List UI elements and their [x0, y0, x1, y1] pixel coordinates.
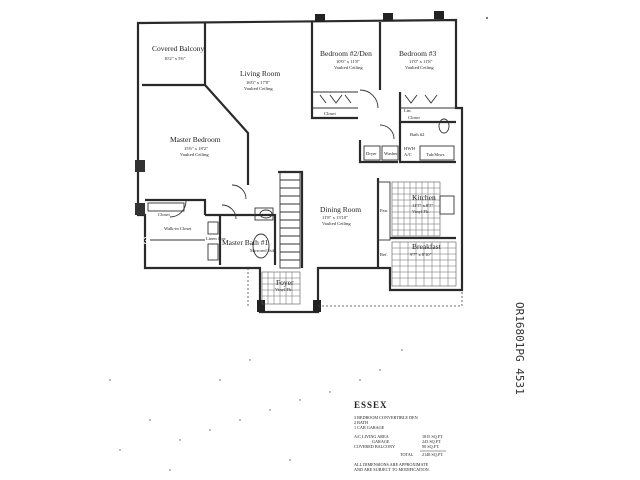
- foyer-label: Foyer: [276, 278, 294, 287]
- closet-label-2: Closet: [408, 115, 420, 120]
- disclaimer-2: AND ARE SUBJECT TO MODIFICATION.: [354, 467, 430, 472]
- master-bedroom-label: Master Bedroom: [170, 135, 221, 144]
- feature-2: 2 BATH: [354, 420, 368, 425]
- bedroom3-note: Vaulted Ceiling: [405, 65, 434, 70]
- feature-1: 3 BEDROOM CONVERTIBLE DEN: [354, 415, 418, 420]
- area-value-2: 243 SQ.FT.: [422, 439, 441, 444]
- scan-speckles: [109, 17, 488, 471]
- living-room-dims: 16'0" x 17'8": [246, 80, 270, 85]
- kitchen-tile-grid: [377, 181, 457, 287]
- feature-3: 1 CAR GARAGE: [354, 425, 385, 430]
- master-bath-label: Master Bath #1: [222, 238, 268, 247]
- area-value-3: 90 SQ.FT.: [422, 444, 439, 449]
- mls-watermark: A11449231 © Miami MLS® 2023: [3, 236, 149, 247]
- lin-label: Lin.: [404, 108, 412, 113]
- covered-balcony-label: Covered Balcony: [152, 44, 205, 53]
- area-label-1: A/C LIVING AREA: [354, 434, 389, 439]
- interior-walls: [142, 22, 456, 268]
- garage-outline: [247, 268, 463, 308]
- room-labels: Covered Balcony 10'2" x 5'6" Living Room…: [152, 44, 445, 292]
- bedroom3-label: Bedroom #3: [399, 49, 437, 58]
- disclaimer-1: ALL DIMENSIONS ARE APPROXIMATE: [354, 462, 429, 467]
- door-swings: [169, 89, 395, 220]
- kitchen-dims: 11'7" x 8'7": [412, 203, 433, 208]
- dryer-label: Dryer: [366, 151, 377, 156]
- area-label-4: TOTAL: [400, 452, 414, 457]
- model-info: ESSEX 3 BEDROOM CONVERTIBLE DEN 2 BATH 1…: [354, 400, 446, 472]
- dining-room-note: Vaulted Ceiling: [322, 221, 351, 226]
- exterior-walls: [135, 11, 464, 314]
- pan-label: Pan.: [380, 208, 388, 213]
- walkin-closet-label: Walk-in Closet: [164, 226, 192, 231]
- bedroom2-note: Vaulted Ceiling: [334, 65, 363, 70]
- living-room-label: Living Room: [240, 69, 280, 78]
- kitchen-label: Kitchen: [412, 193, 436, 202]
- breakfast-dims: 9'7" x 8'10": [410, 252, 432, 257]
- mirrored-tub-label: Mirrored Tub: [250, 248, 276, 253]
- fixtures: [147, 118, 455, 261]
- ref-label: Ref.: [380, 252, 388, 257]
- living-room-note: Vaulted Ceiling: [244, 86, 273, 91]
- area-value-1: 1815 SQ.FT.: [422, 434, 443, 439]
- foyer-note: Vinyl Flr.: [275, 287, 293, 292]
- bedroom2-dims: 10'0" x 11'8": [336, 59, 360, 64]
- covered-balcony-dims: 10'2" x 5'6": [164, 56, 186, 61]
- closet-label-1: Closet: [324, 111, 336, 116]
- staircase: [279, 171, 301, 269]
- master-bedroom-note: Vaulted Ceiling: [180, 152, 209, 157]
- dining-room-label: Dining Room: [320, 205, 361, 214]
- area-value-4: 2148 SQ.FT.: [422, 452, 443, 457]
- bath2-label: Bath #2: [410, 132, 425, 137]
- kitchen-note: Vinyl Flr.: [412, 209, 430, 214]
- closet-label-3: Closet: [158, 212, 170, 217]
- breakfast-label: Breakfast: [412, 242, 442, 251]
- model-name: ESSEX: [354, 400, 388, 410]
- foyer-tile-grid: [261, 271, 301, 305]
- ac-label: A/C: [404, 152, 412, 157]
- washer-label: Washer: [384, 151, 398, 156]
- linen-stor-label: Linen Stor.: [206, 236, 226, 241]
- area-label-2: GARAGE: [372, 439, 390, 444]
- bedroom2-label: Bedroom #2/Den: [320, 49, 372, 58]
- bedroom3-dims: 11'0" x 11'8": [409, 59, 433, 64]
- area-label-3: COVERED BALCONY: [354, 444, 395, 449]
- tub-shwr-label: Tub/Shwr.: [426, 152, 445, 157]
- hwh-label: HWH: [404, 146, 416, 151]
- master-bedroom-dims: 15'6" x 18'2": [184, 146, 208, 151]
- deed-stamp: OR16801PG 4531: [513, 302, 526, 395]
- dining-room-dims: 11'8" x 13'10": [322, 215, 348, 220]
